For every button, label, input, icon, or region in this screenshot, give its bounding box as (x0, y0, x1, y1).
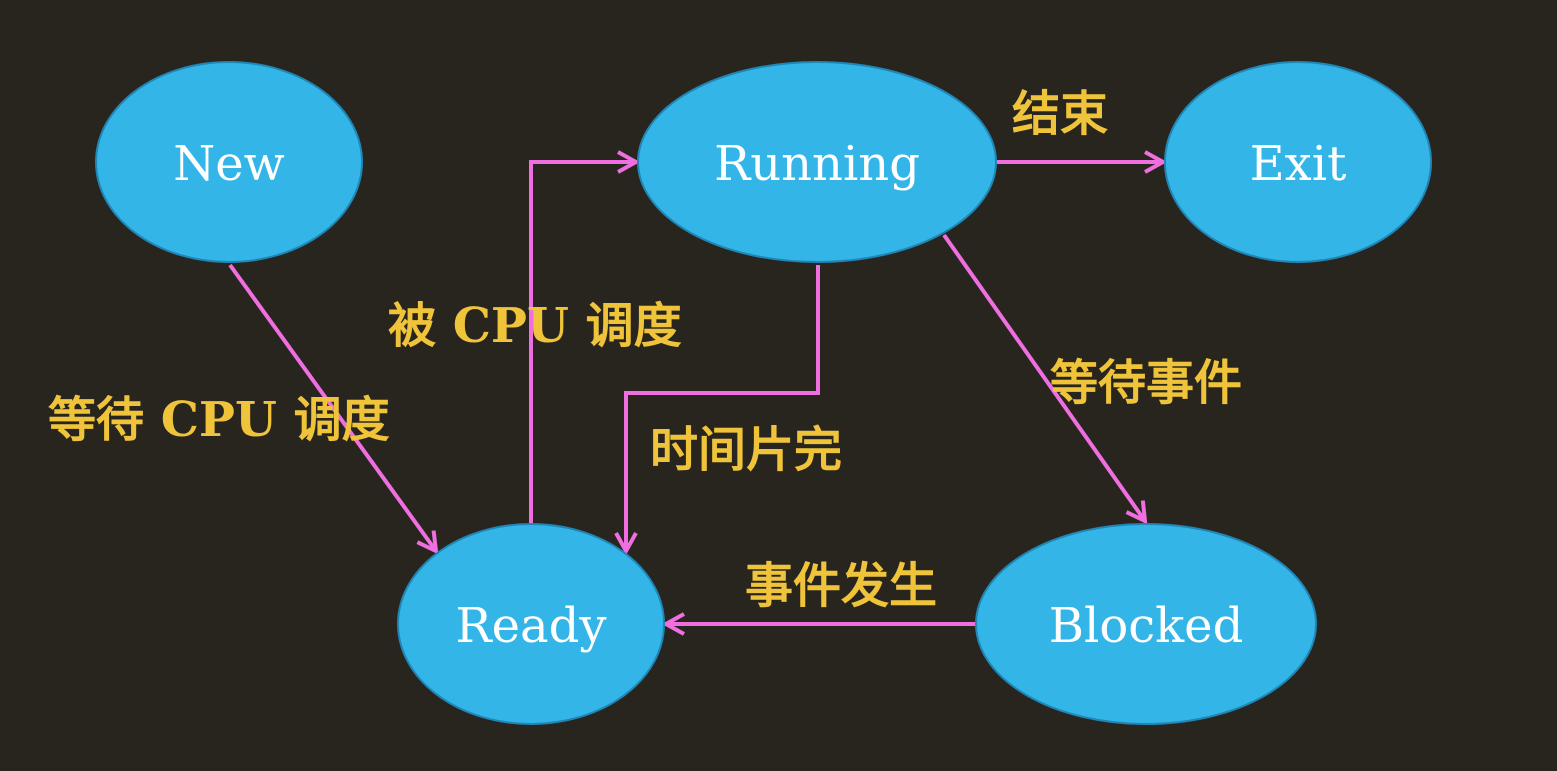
label-running-to-exit: 结束 (1012, 86, 1108, 142)
state-new: New (95, 61, 363, 263)
edge-new-to-ready (228, 263, 436, 551)
edge-ready-to-running (529, 162, 636, 523)
state-blocked-label: Blocked (1049, 598, 1244, 654)
edge-running-to-ready (626, 265, 820, 551)
state-exit-label: Exit (1250, 136, 1347, 192)
state-exit: Exit (1164, 61, 1432, 263)
state-ready: Ready (397, 523, 665, 725)
state-blocked-shape (975, 523, 1317, 725)
edge-labels: 等待 CPU 调度 被 CPU 调度 时间片完 结束 等待事件 事件发生 (48, 86, 1242, 614)
edge-running-to-blocked (942, 233, 1145, 521)
state-running-shape (637, 61, 997, 263)
state-blocked: Blocked (975, 523, 1317, 725)
state-new-label: New (173, 136, 285, 192)
state-running: Running (637, 61, 997, 263)
label-ready-to-running: 被 CPU 调度 (388, 298, 682, 354)
state-exit-shape (1164, 61, 1432, 263)
state-running-label: Running (714, 136, 920, 192)
label-running-to-blocked: 等待事件 (1050, 355, 1242, 411)
label-running-to-ready: 时间片完 (650, 422, 842, 478)
state-ready-label: Ready (455, 598, 606, 654)
state-ready-shape (397, 523, 665, 725)
edges (228, 162, 1163, 624)
label-blocked-to-ready: 事件发生 (745, 558, 937, 614)
label-new-to-ready: 等待 CPU 调度 (48, 392, 390, 448)
state-new-shape (95, 61, 363, 263)
